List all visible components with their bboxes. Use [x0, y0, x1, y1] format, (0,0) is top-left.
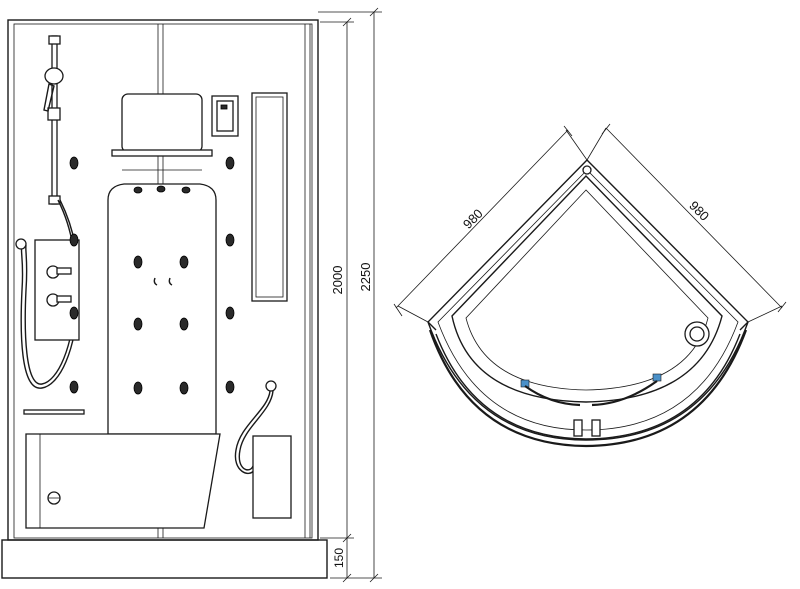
- mirror-panel: [251, 92, 288, 302]
- dimension-label-right-980: 980: [686, 198, 712, 224]
- dimension-label-150: 150: [332, 548, 346, 568]
- storage-panel: [252, 435, 292, 519]
- massage-column: [107, 183, 217, 435]
- front-latch: [573, 419, 601, 437]
- hose-connector-icon: [15, 238, 27, 250]
- body-jets-left-column: [69, 156, 79, 394]
- dimension-label-2000: 2000: [330, 266, 345, 295]
- dimension-label-left-980: 980: [460, 206, 486, 232]
- plan-view: 980 980: [393, 123, 787, 448]
- door-glass-left: [524, 385, 581, 407]
- body-jets-right-column: [225, 156, 235, 394]
- front-elevation-view: 2000 2250 150: [1, 7, 382, 583]
- shower-basin: [451, 174, 723, 403]
- hand-shower-head-icon: [43, 67, 64, 112]
- corner-post-icon: [582, 165, 592, 175]
- side-trim: [427, 321, 749, 331]
- side-dimensions: [393, 123, 787, 323]
- dimension-label-2250: 2250: [358, 263, 373, 292]
- control-display-box: [211, 95, 239, 137]
- cabin-base-tray: [1, 539, 328, 579]
- sliding-door-rail-outer: [428, 329, 748, 448]
- seat-box: [25, 433, 221, 529]
- door-glass-right: [591, 380, 658, 407]
- shower-riser-rail: [47, 35, 61, 205]
- mixer-control-panel: [34, 239, 80, 341]
- soap-shelf: [23, 409, 85, 415]
- height-dimensions: [318, 7, 382, 583]
- tray-outline-outer: [427, 159, 749, 441]
- sliding-door-rail-inner: [435, 333, 741, 440]
- tray-outline-inner: [437, 169, 739, 431]
- door-handle-left: [520, 379, 530, 388]
- side-hand-spray: [234, 380, 277, 475]
- drain-icon: [684, 321, 710, 347]
- rain-shower-unit: [111, 93, 213, 171]
- basin-inner-edge: [465, 189, 709, 391]
- door-handle-right: [652, 373, 662, 382]
